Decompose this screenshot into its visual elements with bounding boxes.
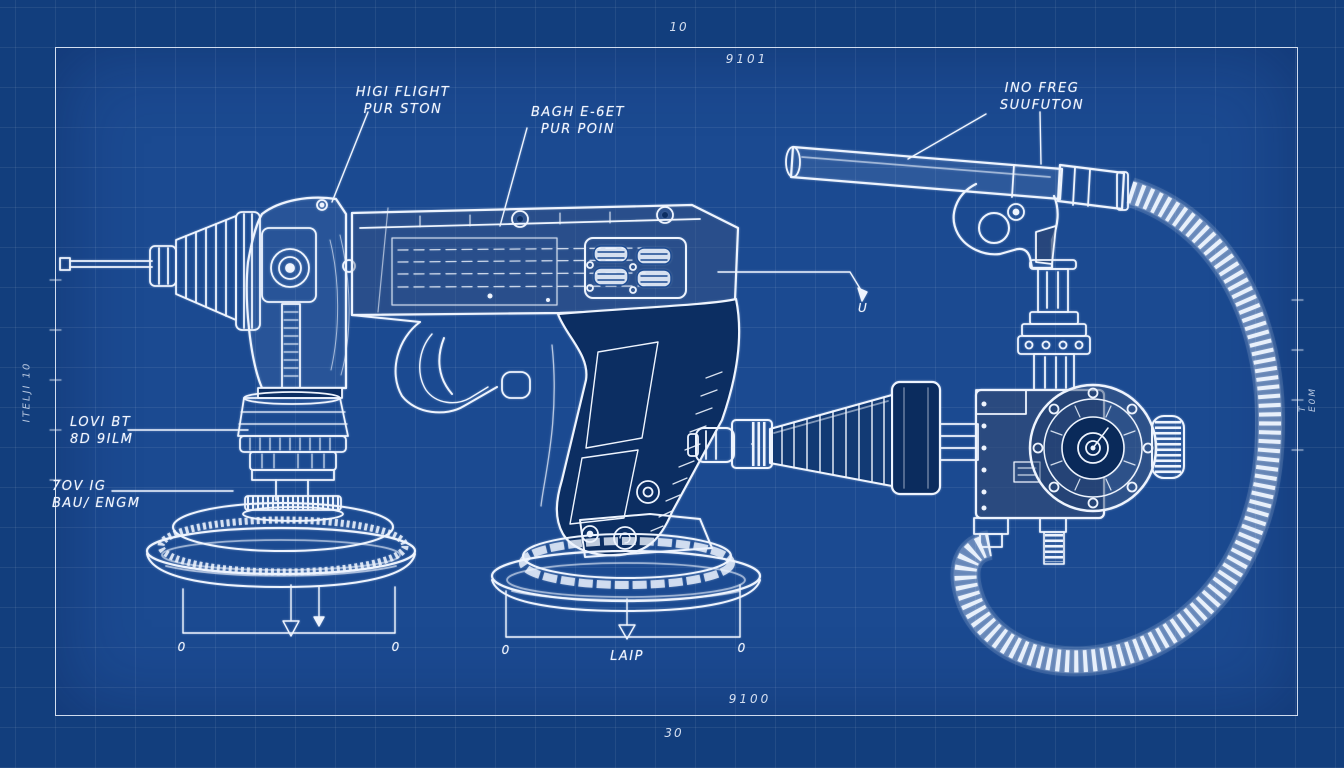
heatgun-tube bbox=[785, 145, 1129, 211]
label-line: BAU/ ENGM bbox=[52, 496, 141, 511]
dimension-arrow bbox=[618, 624, 636, 640]
leader-heatgun-b bbox=[1039, 111, 1042, 165]
label-line: PUR POIN bbox=[540, 122, 616, 137]
label-polisher-head: HIGI FLIGHT PUR STON bbox=[333, 84, 473, 118]
sander-base bbox=[490, 513, 762, 612]
dimension-zero: 0 bbox=[391, 640, 401, 654]
polisher-column bbox=[237, 387, 349, 522]
label-line: BAGH E-6ET bbox=[530, 105, 626, 120]
dimension-arrow bbox=[282, 620, 300, 637]
leader-sander-body bbox=[499, 127, 528, 227]
heatgun-column bbox=[1017, 259, 1091, 391]
frame-number-top-outer: 10 bbox=[669, 20, 689, 34]
margin-code-right: T E0M bbox=[1298, 386, 1318, 412]
label-heat-gun: INO FREG SUUFUTON bbox=[972, 80, 1112, 114]
label-base-width: LAIP bbox=[610, 649, 644, 664]
leader-polisher-head bbox=[331, 111, 369, 203]
leader-ref-u bbox=[717, 271, 865, 296]
pressure-gauge bbox=[1028, 383, 1185, 513]
frame-number-bottom-outer: 30 bbox=[664, 726, 684, 740]
sander-drawing bbox=[350, 203, 762, 640]
polisher-spindle bbox=[59, 211, 261, 331]
sander-barrel bbox=[350, 203, 740, 317]
label-polisher-base: 7OV IG BAU/ ENGM bbox=[52, 478, 141, 512]
label-line: LOVI BT bbox=[70, 415, 132, 430]
label-line: HIGI FLIGHT bbox=[355, 85, 451, 100]
label-sander-body: BAGH E-6ET PUR POIN bbox=[508, 104, 648, 138]
leader-heatgun-a bbox=[907, 113, 987, 160]
label-line: 8D 9ILM bbox=[70, 432, 134, 447]
heatgun-handle bbox=[952, 182, 1059, 270]
polisher-drawing bbox=[59, 196, 417, 637]
label-line: 7OV IG bbox=[52, 479, 107, 494]
heatgun-drawing bbox=[687, 145, 1286, 677]
dimension-zero: 0 bbox=[501, 643, 511, 657]
frame-number-top-inner: 9101 bbox=[725, 52, 769, 66]
air-hose bbox=[950, 177, 1286, 677]
polisher-disc bbox=[145, 502, 417, 588]
label-line: SUUFUTON bbox=[999, 98, 1085, 113]
label-polisher-collar: LOVI BT 8D 9ILM bbox=[70, 414, 133, 448]
dimension-arrow bbox=[313, 616, 325, 627]
label-line: INO FREG bbox=[1004, 81, 1080, 96]
sander-trigger bbox=[351, 314, 531, 414]
label-ref-u: U bbox=[858, 301, 868, 315]
sander-connector-block bbox=[584, 237, 687, 299]
frame-number-bottom-inner: 9100 bbox=[728, 692, 772, 706]
sander-dimension bbox=[505, 584, 741, 640]
margin-code-left: ITELJI 10 bbox=[21, 361, 33, 423]
dimension-zero: 0 bbox=[737, 641, 747, 655]
label-line: PUR STON bbox=[363, 102, 443, 117]
polisher-body bbox=[245, 196, 356, 390]
nozzle-cone bbox=[687, 380, 979, 496]
polisher-dimension bbox=[182, 584, 396, 637]
dimension-zero: 0 bbox=[177, 640, 187, 654]
leader-arrow bbox=[857, 287, 868, 302]
leader-lines bbox=[111, 111, 1042, 492]
border-ticks bbox=[49, 279, 1304, 481]
